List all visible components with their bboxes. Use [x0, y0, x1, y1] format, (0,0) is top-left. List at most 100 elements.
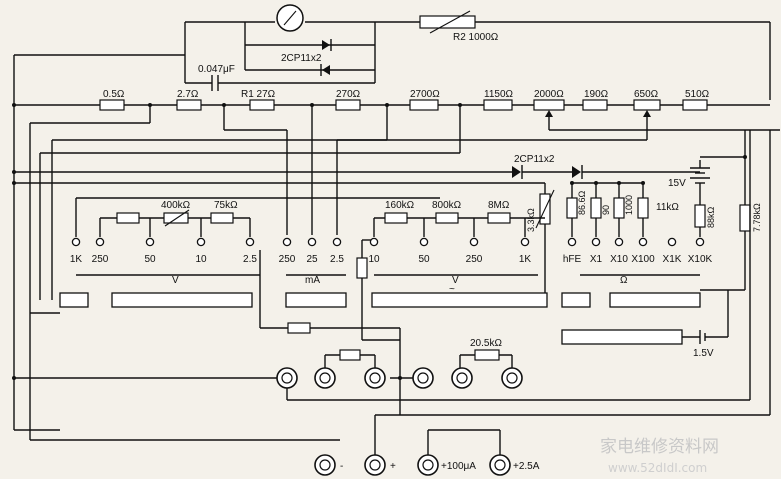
resistor — [384, 212, 408, 224]
contact-point[interactable] — [614, 237, 624, 247]
variable-resistor-r2 — [419, 15, 476, 29]
resistor-label: 7.78kΩ — [752, 203, 762, 232]
resistor-label: 160kΩ — [385, 200, 415, 211]
contact-label: 50 — [144, 254, 156, 265]
resistor — [637, 197, 649, 219]
diode-label: 2CP11x2 — [514, 154, 555, 165]
contact-label: X100 — [631, 254, 655, 265]
resistor — [613, 197, 625, 219]
contact-point[interactable] — [196, 237, 206, 247]
resistor — [287, 322, 311, 334]
contact-point[interactable] — [591, 237, 601, 247]
terminal-label: +2.5A — [513, 461, 540, 472]
resistor — [210, 212, 234, 224]
resistor — [335, 99, 361, 111]
contact-label: 250 — [466, 254, 483, 265]
shunt-chain: 0.5Ω 2.7Ω R1 27Ω 270Ω 2700Ω 1150Ω 2000Ω … — [12, 89, 770, 117]
terminal-positive[interactable] — [364, 454, 386, 476]
switch-segment[interactable] — [371, 292, 548, 308]
contact-point[interactable] — [282, 237, 292, 247]
contact-point[interactable] — [71, 237, 81, 247]
resistor-label: 0.5Ω — [103, 89, 125, 100]
diode-label: 2CP11x2 — [281, 53, 322, 64]
contact-label: X10K — [688, 254, 713, 265]
lower-section: 20.5kΩ — [12, 130, 771, 455]
contact-point[interactable] — [667, 237, 677, 247]
group-label-ohm: Ω — [620, 275, 628, 286]
terminal-2.5a[interactable] — [489, 454, 511, 476]
contact-label: X1 — [590, 254, 603, 265]
contact-label: X10 — [610, 254, 628, 265]
resistor-label: 800kΩ — [432, 200, 462, 211]
contact-point[interactable] — [520, 237, 530, 247]
contact-point[interactable] — [638, 237, 648, 247]
resistor-label: 650Ω — [634, 89, 659, 100]
terminal-100ua[interactable] — [417, 454, 439, 476]
resistor-label: R1 27Ω — [241, 89, 276, 100]
resistor-label: 90 — [601, 205, 611, 215]
switch-segment[interactable] — [111, 292, 253, 308]
contact-point[interactable] — [469, 237, 479, 247]
switch-segment[interactable] — [609, 292, 701, 308]
resistor — [176, 99, 202, 111]
contact-label: hFE — [563, 254, 582, 265]
resistor-label: 190Ω — [584, 89, 609, 100]
meter-loop: 2CP11x2 R2 1000Ω 0.047μF — [13, 4, 771, 430]
battery-1.5v-icon — [682, 290, 729, 344]
contact-label: 2.5 — [243, 254, 257, 265]
resistor-label: 86.6Ω — [577, 190, 587, 215]
resistor — [435, 212, 459, 224]
contact-label: 1K — [70, 254, 83, 265]
diode-icon — [322, 39, 332, 51]
contact-point[interactable] — [332, 237, 342, 247]
resistor — [474, 349, 500, 361]
contact-point[interactable] — [419, 237, 429, 247]
resistor-label: 1150Ω — [484, 89, 514, 100]
terminal-label: + — [390, 461, 396, 472]
dcv-section: 400kΩ 75kΩ V — [75, 197, 440, 286]
acv-section: 160kΩ 800kΩ 8MΩ 3.3kΩ V ~ — [356, 189, 555, 340]
resistor-label: 75kΩ — [214, 200, 238, 211]
ohm-section: 86.6Ω 90 1000 11kΩ 15V 88kΩ 7.78kΩ Ω — [566, 130, 762, 291]
resistor — [339, 349, 361, 361]
battery-label: 1.5V — [693, 348, 714, 359]
switch-segment[interactable] — [561, 329, 683, 345]
contact-point[interactable] — [95, 237, 105, 247]
ac-tilde-icon: ~ — [449, 284, 455, 295]
contact-point[interactable] — [369, 237, 379, 247]
resistor — [116, 212, 140, 224]
group-label-acv: V — [452, 275, 459, 286]
switch-segment[interactable] — [59, 292, 89, 308]
resistor-label: 1000 — [624, 195, 634, 215]
terminal-negative[interactable] — [314, 454, 336, 476]
resistor-label: 20.5kΩ — [470, 338, 502, 349]
resistor — [409, 99, 439, 111]
contact-point[interactable] — [145, 237, 155, 247]
switch-bars: 1.5V — [59, 290, 729, 359]
battery-15v-icon — [690, 160, 710, 205]
resistor — [682, 99, 708, 111]
resistor-label: 2.7Ω — [177, 89, 199, 100]
diode-icon — [512, 165, 523, 179]
contact-point[interactable] — [307, 237, 317, 247]
contact-label: 1K — [519, 254, 532, 265]
contact-point[interactable] — [245, 237, 255, 247]
switch-segment[interactable] — [561, 292, 591, 308]
contact-label: 250 — [92, 254, 109, 265]
resistor — [483, 99, 513, 111]
contact-label: 50 — [418, 254, 430, 265]
resistor-label: 88kΩ — [706, 206, 716, 228]
contact-point[interactable] — [567, 237, 577, 247]
contact-label: 250 — [279, 254, 296, 265]
switch-segment[interactable] — [285, 292, 347, 308]
variable-resistor — [163, 212, 189, 224]
resistor-label: 8MΩ — [488, 200, 510, 211]
diode-icon — [572, 165, 583, 179]
resistor-label: 400kΩ — [161, 200, 191, 211]
contact-label: 10 — [368, 254, 380, 265]
contact-point[interactable] — [695, 237, 705, 247]
contact-label: 25 — [306, 254, 318, 265]
watermark-text: 家电维修资料网 — [600, 437, 719, 457]
resistor — [694, 204, 706, 228]
